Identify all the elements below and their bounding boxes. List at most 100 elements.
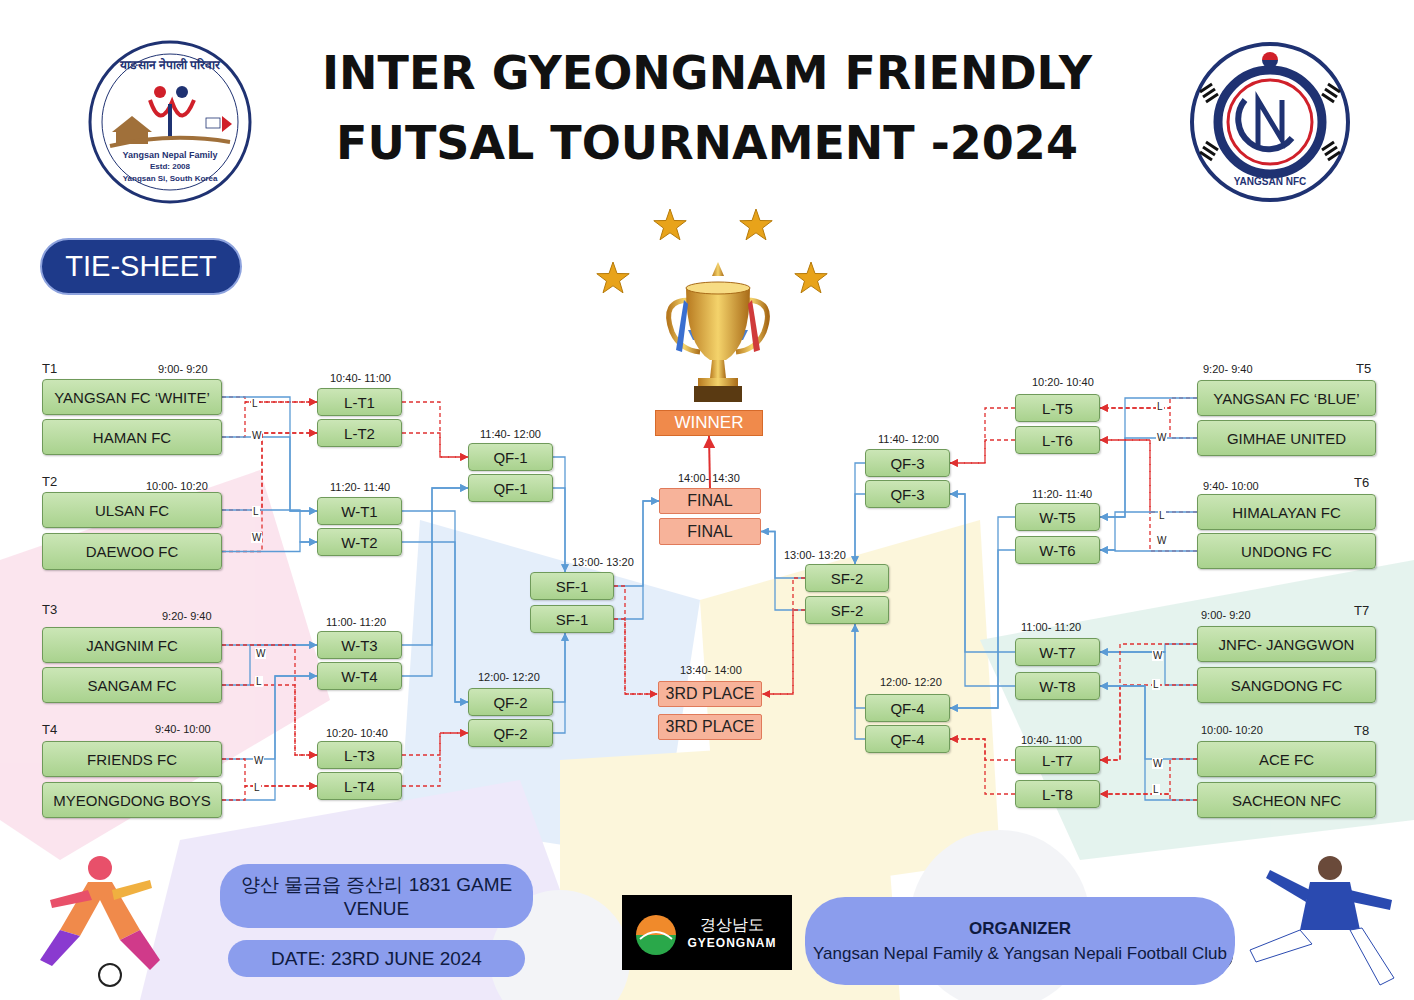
group-tag: T3 (42, 602, 57, 617)
time-label: 13:00- 13:20 (784, 549, 846, 561)
match-box: L-T2 (317, 419, 402, 447)
match-box: L-T4 (317, 772, 402, 800)
box-text: L-T6 (1042, 432, 1073, 449)
match-box: QF-2 (468, 688, 553, 716)
team-box: ULSAN FC (42, 492, 222, 528)
loser-path (222, 402, 317, 437)
winner-path (1100, 550, 1197, 551)
loser-path (950, 739, 1015, 794)
match-box: SF-1 (530, 605, 614, 633)
logo-text: YANGSAN NFC (1234, 176, 1306, 187)
box-text: SF-2 (831, 570, 864, 587)
final-box: 3RD PLACE (658, 681, 763, 707)
loser-path (950, 739, 1015, 760)
match-box: W-T3 (317, 631, 402, 659)
time-label: 11:00- 11:20 (326, 616, 386, 628)
team-box: DAEWOO FC (42, 533, 222, 570)
time-label: 11:00- 11:20 (1021, 621, 1081, 633)
background-shapes (0, 470, 1414, 1000)
time-label: 9:00- 9:20 (1201, 609, 1251, 621)
box-text: QF-3 (890, 486, 924, 503)
loser-path (222, 397, 317, 402)
result-letter: L (253, 782, 261, 793)
match-box: W-T1 (317, 497, 402, 525)
time-label: 12:00- 12:20 (478, 671, 540, 683)
box-text: FINAL (687, 523, 732, 541)
team-name: MYEONGDONG BOYS (53, 792, 211, 809)
loser-path (950, 408, 1015, 463)
loser-path (222, 433, 317, 510)
result-letter: W (1156, 535, 1167, 546)
winner-path (855, 624, 865, 739)
team-box: HIMALAYAN FC (1197, 494, 1376, 530)
winner-path (402, 511, 468, 702)
box-text: FINAL (687, 492, 732, 510)
match-box: QF-3 (865, 480, 950, 508)
sponsor-logo-box: 경상남도GYEONGNAM (622, 895, 792, 970)
match-box: L-T6 (1015, 426, 1100, 454)
match-box: SF-1 (530, 572, 614, 600)
team-name: YANGSAN FC ‘WHITE’ (54, 389, 210, 406)
team-box: SANGDONG FC (1197, 667, 1376, 703)
loser-path (762, 578, 805, 694)
loser-path (1100, 440, 1197, 512)
winner-path (1100, 398, 1197, 517)
box-text: 양산 물금읍 증산리 1831 GAME VENUE (220, 872, 533, 920)
group-tag: T1 (42, 361, 57, 376)
winner-path (1100, 652, 1197, 685)
team-name: SANGDONG FC (1231, 677, 1343, 694)
winner-path (402, 488, 468, 676)
match-box: QF-1 (468, 443, 553, 471)
match-box: W-T6 (1015, 536, 1100, 564)
result-letter: L (252, 506, 260, 517)
loser-path (222, 685, 317, 755)
match-box: L-T5 (1015, 394, 1100, 422)
loser-path (402, 402, 468, 457)
team-name: JNFC- JANGGWON (1219, 636, 1355, 653)
box-text: TIE-SHEET (65, 250, 216, 283)
time-label: 12:00- 12:20 (880, 676, 942, 688)
box-text: L-T2 (344, 425, 375, 442)
box-text: L-T4 (344, 778, 375, 795)
result-letter: L (1152, 679, 1160, 690)
winner-path (950, 550, 1015, 708)
box-text: 3RD PLACE (666, 685, 755, 703)
winner-path (222, 510, 317, 542)
time-label: 13:40- 14:00 (680, 664, 742, 676)
box-text: W-T3 (341, 637, 377, 654)
winner-path (222, 645, 317, 685)
winner-path (553, 633, 565, 702)
result-letter: W (251, 532, 262, 543)
player-left (40, 856, 160, 986)
winner-path (614, 501, 659, 586)
result-letter: L (251, 398, 259, 409)
box-text: 3RD PLACE (666, 718, 755, 736)
team-name: ULSAN FC (95, 502, 169, 519)
result-letter: W (251, 430, 262, 441)
loser-path (222, 645, 317, 755)
result-letter: W (1156, 432, 1167, 443)
match-box: L-T1 (317, 388, 402, 416)
group-tag: T4 (42, 722, 57, 737)
box-text: SF-1 (556, 578, 589, 595)
winner-path (950, 494, 1015, 652)
team-name: YANGSAN FC ‘BLUE’ (1213, 390, 1359, 407)
match-box: QF-3 (865, 449, 950, 477)
box-text: QF-4 (890, 731, 924, 748)
box-text: QF-1 (493, 480, 527, 497)
time-label: 14:00- 14:30 (678, 472, 740, 484)
team-name: SACHEON NFC (1232, 792, 1341, 809)
winner-path (222, 676, 317, 800)
team-box: YANGSAN FC ‘WHITE’ (42, 379, 222, 415)
loser-path (402, 733, 468, 755)
team-name: ACE FC (1259, 751, 1314, 768)
time-label: 13:00- 13:20 (572, 556, 634, 568)
match-box: SF-2 (805, 596, 889, 624)
time-label: 10:40- 11:00 (330, 372, 391, 384)
winner-path (222, 542, 317, 552)
time-label: 10:40- 11:00 (1021, 734, 1082, 746)
match-box: W-T2 (317, 528, 402, 556)
team-box: ACE FC (1197, 741, 1376, 777)
loser-path (1100, 408, 1197, 438)
loser-path (614, 619, 658, 694)
